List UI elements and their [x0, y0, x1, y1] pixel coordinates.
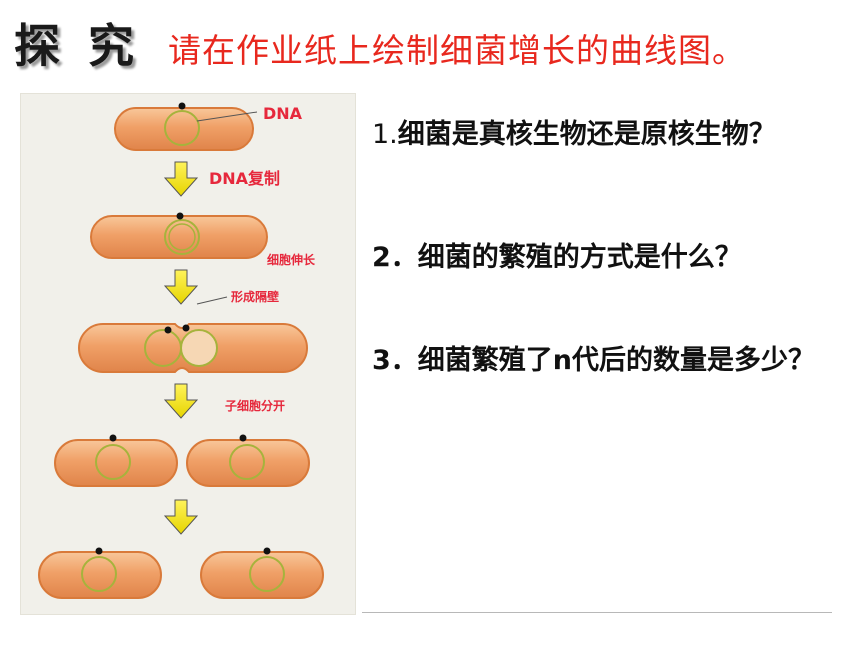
- dna-dot: [239, 434, 247, 442]
- question-text: 细菌繁殖了n代后的数量是多少？: [417, 345, 816, 376]
- question-text: 细菌是真核生物还是原核生物？: [397, 119, 776, 150]
- daughter-cell-right-2: [200, 547, 324, 599]
- question-number: 3．: [372, 345, 418, 376]
- arrow-down-1: [163, 161, 199, 197]
- questions-panel: 1.细菌是真核生物还是原核生物？ 2．细菌的繁殖的方式是什么？ 3．细菌繁殖了n…: [360, 93, 838, 613]
- question-3: 3．细菌繁殖了n代后的数量是多少？: [372, 341, 827, 381]
- septum-pointer-line: [196, 296, 228, 305]
- bacterial-division-diagram: DNA DNA复制 细胞伸长 形成隔壁 子细胞分开: [20, 93, 356, 615]
- dna-dot: [95, 547, 103, 555]
- cell-stage-3: [77, 323, 309, 373]
- question-number: 1.: [372, 119, 398, 150]
- arrow-down-3: [163, 383, 199, 419]
- label-cell-elongation: 细胞伸长: [267, 252, 316, 267]
- dna-dot: [164, 326, 172, 334]
- label-dna-replication: DNA复制: [209, 169, 280, 188]
- arrow-down-2: [163, 269, 199, 305]
- dna-dot: [182, 324, 190, 332]
- daughter-cell-left-2: [38, 547, 162, 599]
- dna-dot: [263, 547, 271, 555]
- question-text: 细菌的繁殖的方式是什么？: [417, 242, 742, 273]
- question-1: 1.细菌是真核生物还是原核生物？: [372, 115, 827, 155]
- daughter-cell-left-1: [54, 434, 178, 487]
- question-number: 2．: [372, 242, 418, 273]
- arrow-down-4: [163, 499, 199, 535]
- dna-pointer-line: [196, 111, 258, 122]
- daughter-cell-right-1: [186, 434, 310, 487]
- bottom-divider: [362, 612, 832, 613]
- cell-stage-1: [114, 102, 254, 151]
- dna-dot: [176, 212, 184, 220]
- dna-dot: [178, 102, 186, 110]
- dna-dot: [109, 434, 117, 442]
- label-septum-formation: 形成隔壁: [231, 289, 279, 304]
- cell-stage-2: [90, 212, 268, 259]
- question-2: 2．细菌的繁殖的方式是什么？: [372, 238, 827, 278]
- instruction-text: 请在作业纸上绘制细菌增长的曲线图。: [168, 31, 746, 70]
- label-dna: DNA: [263, 104, 303, 123]
- heading: 探 究: [14, 19, 141, 73]
- division-diagram-svg: DNA DNA复制 细胞伸长 形成隔壁 子细胞分开: [38, 102, 324, 599]
- label-daughter-cells-separate: 子细胞分开: [225, 398, 285, 413]
